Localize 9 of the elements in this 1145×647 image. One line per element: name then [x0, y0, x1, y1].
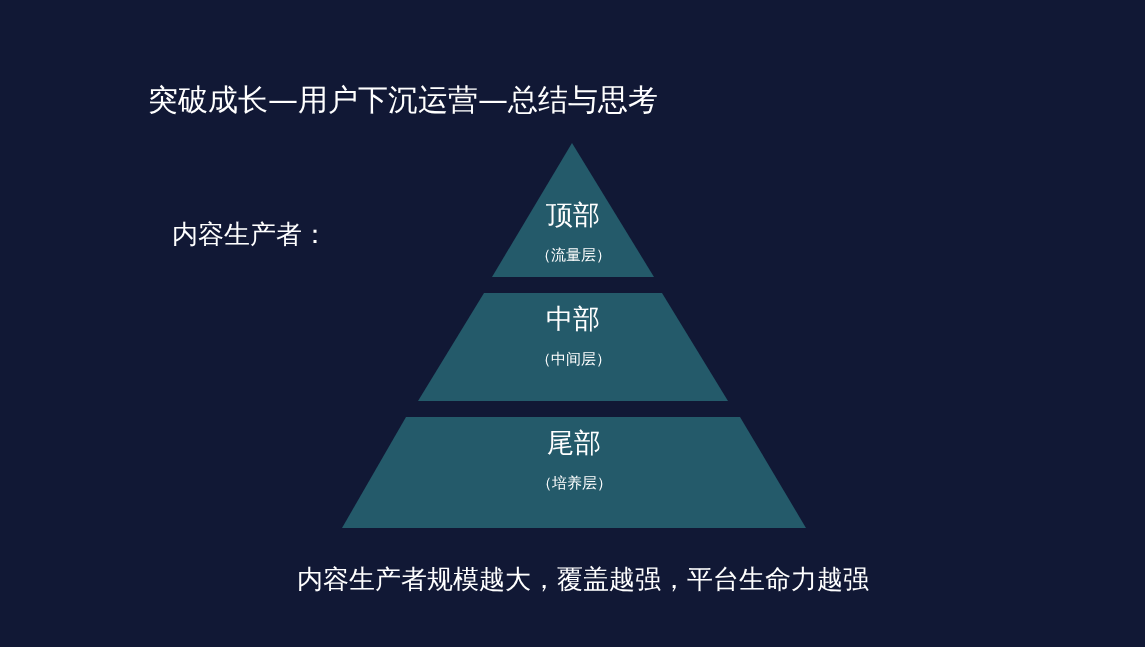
side-label: 内容生产者：: [172, 218, 328, 251]
summary-text: 内容生产者规模越大，覆盖越强，平台生命力越强: [297, 563, 869, 596]
tier-heading: 顶部: [545, 199, 601, 231]
tier-heading: 尾部: [546, 427, 602, 459]
tier-subtitle: （培养层）: [535, 474, 613, 492]
title: 突破成长—用户下沉运营—总结与思考: [148, 81, 658, 119]
tier-subtitle: （流量层）: [534, 246, 612, 264]
tier-subtitle: （中间层）: [534, 350, 612, 368]
tier-heading: 中部: [545, 303, 601, 335]
